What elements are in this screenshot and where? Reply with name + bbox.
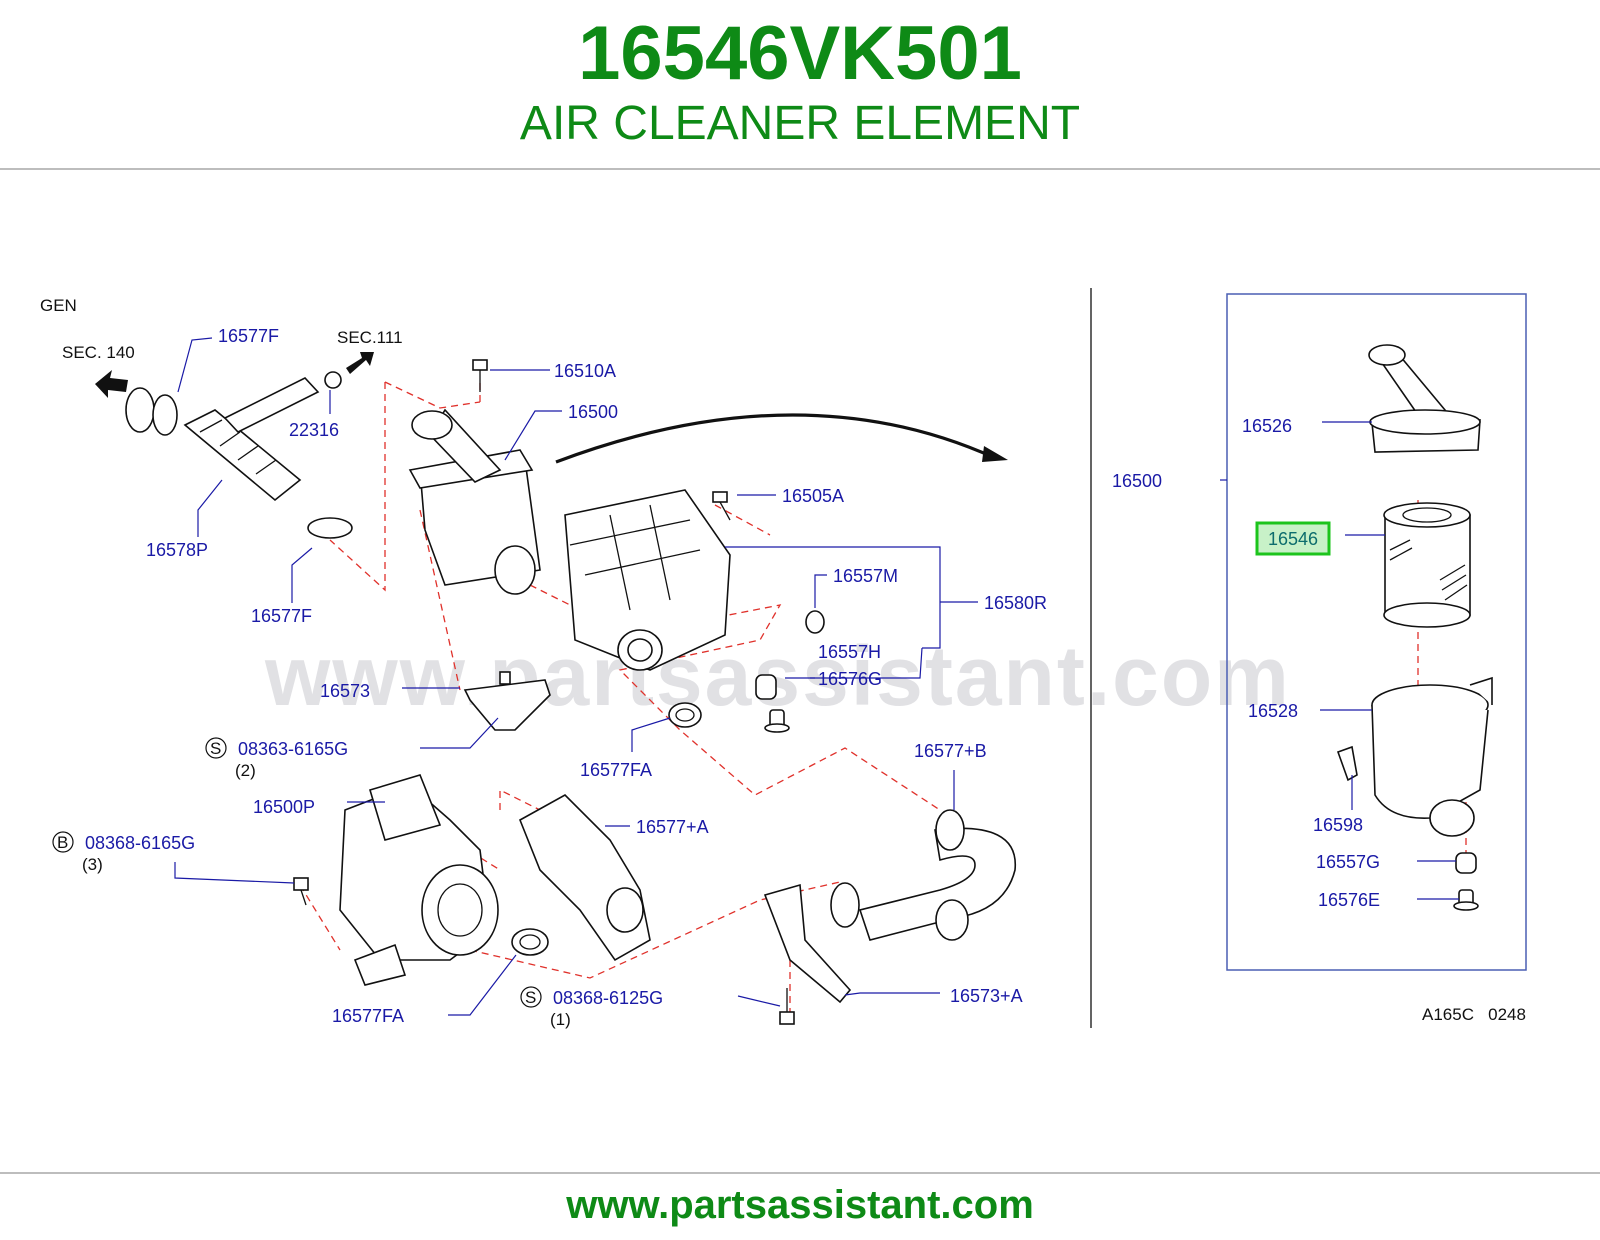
air-cleaner-upper-16500-part (408, 408, 541, 595)
clamp-16577FA-mid-part (668, 702, 702, 728)
flow-curve-arrow (555, 413, 996, 464)
part-number-title: 16546VK501 (578, 11, 1022, 96)
sec-140-label: SEC. 140 (62, 343, 135, 362)
callout-16500[interactable]: 16500 (568, 402, 618, 422)
intake-hose-16578P-part (125, 371, 353, 539)
collar-16576G-part (764, 709, 790, 733)
air-filter-element-16546-part (1383, 502, 1471, 628)
bolt-16505A-part (712, 491, 731, 521)
callout-16505A[interactable]: 16505A (782, 486, 844, 506)
callout-16577F-bottom[interactable]: 16577F (251, 606, 312, 626)
callout-16557M[interactable]: 16557M (833, 566, 898, 586)
bolt-08368-6165G-part (293, 877, 309, 906)
callout-22316[interactable]: 22316 (289, 420, 339, 440)
detail-frame (1226, 293, 1527, 971)
bracket-16573-part (463, 671, 551, 731)
clamp-16577FA-bottom-part (511, 928, 549, 956)
bolt-08368-6125G-part (779, 988, 795, 1025)
callout-16573[interactable]: 16573 (320, 681, 370, 701)
symbol-b: B (57, 833, 68, 852)
callout-08368-6165G-group[interactable]: B 08368-6165G (3) (52, 831, 195, 874)
bolt-16510A-part (472, 359, 488, 392)
diagram-code: A165C 0248 (1422, 1005, 1526, 1024)
callout-16546-highlighted[interactable]: 16546 (1268, 529, 1318, 549)
callout-08363-6165G-group[interactable]: S 08363-6165G (2) (205, 737, 348, 780)
collar-16576E-part (1453, 889, 1479, 911)
sec-111-label: SEC.111 (337, 328, 403, 347)
callout-16577FA-mid[interactable]: 16577FA (580, 760, 652, 780)
parts-diagram: www.partsassistant.com GEN SEC. 140 SEC.… (40, 288, 1527, 1029)
flow-arrow-head-icon (982, 446, 1008, 462)
callout-16500-assembly[interactable]: 16500 (1112, 471, 1162, 491)
callout-16500P[interactable]: 16500P (253, 797, 315, 817)
header-divider (0, 168, 1600, 170)
grommet-16557H-part (755, 674, 777, 700)
callout-08368-6125G[interactable]: 08368-6125G (553, 988, 663, 1008)
callout-08368-6165G[interactable]: 08368-6165G (85, 833, 195, 853)
part-name-subtitle: AIR CLEANER ELEMENT (519, 97, 1081, 150)
air-cleaner-cover-16526-part (1368, 344, 1481, 453)
callout-16557H[interactable]: 16557H (818, 642, 881, 662)
callout-16577B[interactable]: 16577+B (914, 741, 987, 761)
callout-16557G[interactable]: 16557G (1316, 852, 1380, 872)
circle-b-icon (52, 831, 74, 853)
sec-140-arrow-icon (95, 370, 128, 398)
callout-08363-6165G[interactable]: 08363-6165G (238, 739, 348, 759)
callout-16578P[interactable]: 16578P (146, 540, 208, 560)
callout-16598[interactable]: 16598 (1313, 815, 1363, 835)
callout-16577F-top[interactable]: 16577F (218, 326, 279, 346)
callout-16528[interactable]: 16528 (1248, 701, 1298, 721)
bracket-16598-part (1336, 745, 1358, 782)
callout-16576G[interactable]: 16576G (818, 669, 882, 689)
symbol-s: S (210, 739, 221, 758)
watermark-text: www.partsassistant.com (264, 629, 1291, 723)
callout-16526[interactable]: 16526 (1242, 416, 1292, 436)
quantity-08368-6125G: (1) (550, 1010, 571, 1029)
bracket-16573A-part (763, 883, 852, 1004)
callout-16576E[interactable]: 16576E (1318, 890, 1380, 910)
circle-s-icon (520, 986, 542, 1008)
callout-16577FA-bottom[interactable]: 16577FA (332, 1006, 404, 1026)
page-header: 16546VK501 AIR CLEANER ELEMENT (0, 0, 1600, 170)
circle-s-icon (205, 737, 227, 759)
quantity-08368-6165G: (3) (82, 855, 103, 874)
resonator-16580R-part (564, 489, 731, 671)
symbol-s: S (525, 988, 536, 1007)
callout-08368-6125G-group[interactable]: S 08368-6125G (1) (520, 986, 663, 1029)
duct-16577B-part (830, 809, 1016, 941)
footer-url-link[interactable]: www.partsassistant.com (566, 1183, 1034, 1227)
footer-divider (0, 1172, 1600, 1174)
duct-16577A-part (518, 794, 651, 962)
quantity-08363: (2) (235, 761, 256, 780)
air-cleaner-lower-16500P-part (339, 774, 499, 986)
variant-label: GEN (40, 296, 77, 315)
leader-lines (174, 337, 1459, 1016)
callout-16573A[interactable]: 16573+A (950, 986, 1023, 1006)
callout-16510A[interactable]: 16510A (554, 361, 616, 381)
highlight-box-16546 (1255, 521, 1331, 556)
callout-16577A[interactable]: 16577+A (636, 817, 709, 837)
air-cleaner-body-16528-part (1371, 676, 1493, 837)
sec-111-arrow-icon (346, 352, 374, 374)
callout-16580R[interactable]: 16580R (984, 593, 1047, 613)
grommet-16557M-part (805, 610, 825, 634)
grommet-16557G-part (1455, 852, 1477, 874)
